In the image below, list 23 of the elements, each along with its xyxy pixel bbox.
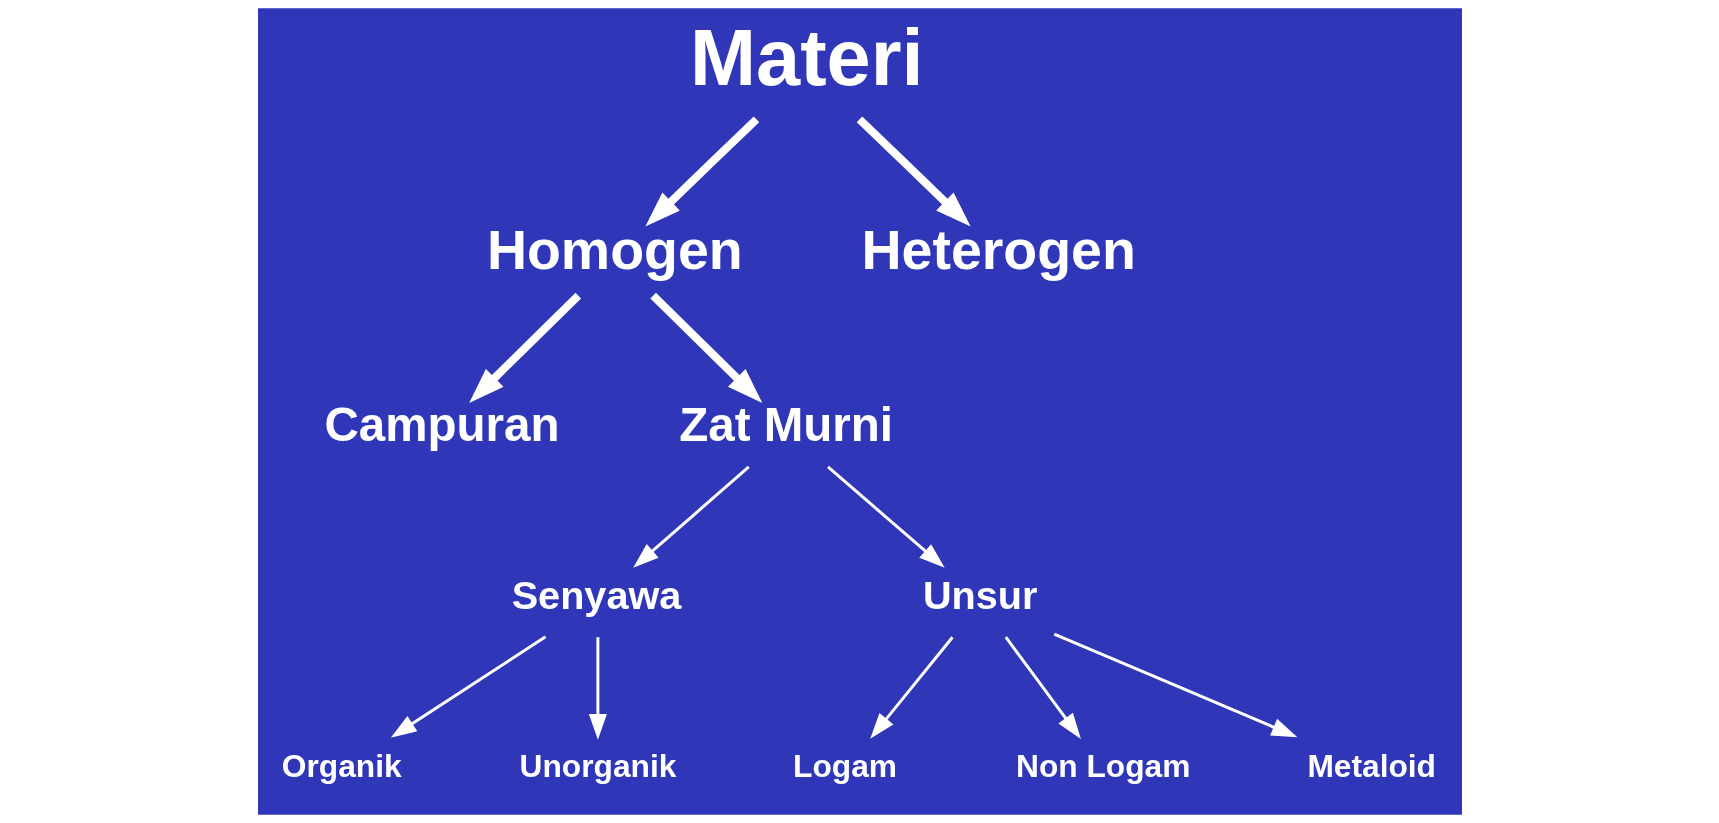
arrow (588, 637, 607, 740)
node-text: Heterogen (860, 218, 1136, 281)
arrow (1053, 632, 1297, 738)
node-text: Materi (689, 13, 924, 103)
arrow (649, 292, 762, 403)
arrow (856, 116, 971, 227)
node-text: Non Logam (1015, 747, 1190, 784)
arrow (390, 635, 546, 738)
node-text: Logam (792, 747, 897, 784)
node-text: Unorganik (519, 747, 676, 784)
arrow (644, 116, 759, 227)
node-text: Unsur (922, 572, 1037, 617)
node-text: Organik (281, 747, 402, 784)
node-text: Senyawa (511, 572, 681, 617)
node-text: Zat Murni (678, 397, 893, 451)
node-text: Campuran (323, 397, 560, 451)
arrow (826, 465, 945, 568)
arrow (632, 465, 750, 568)
node-text: Metaloid (1306, 747, 1436, 784)
node-text: Homogen (486, 218, 743, 281)
arrow (869, 636, 954, 739)
arrow (468, 292, 581, 403)
arrow (1004, 636, 1081, 739)
